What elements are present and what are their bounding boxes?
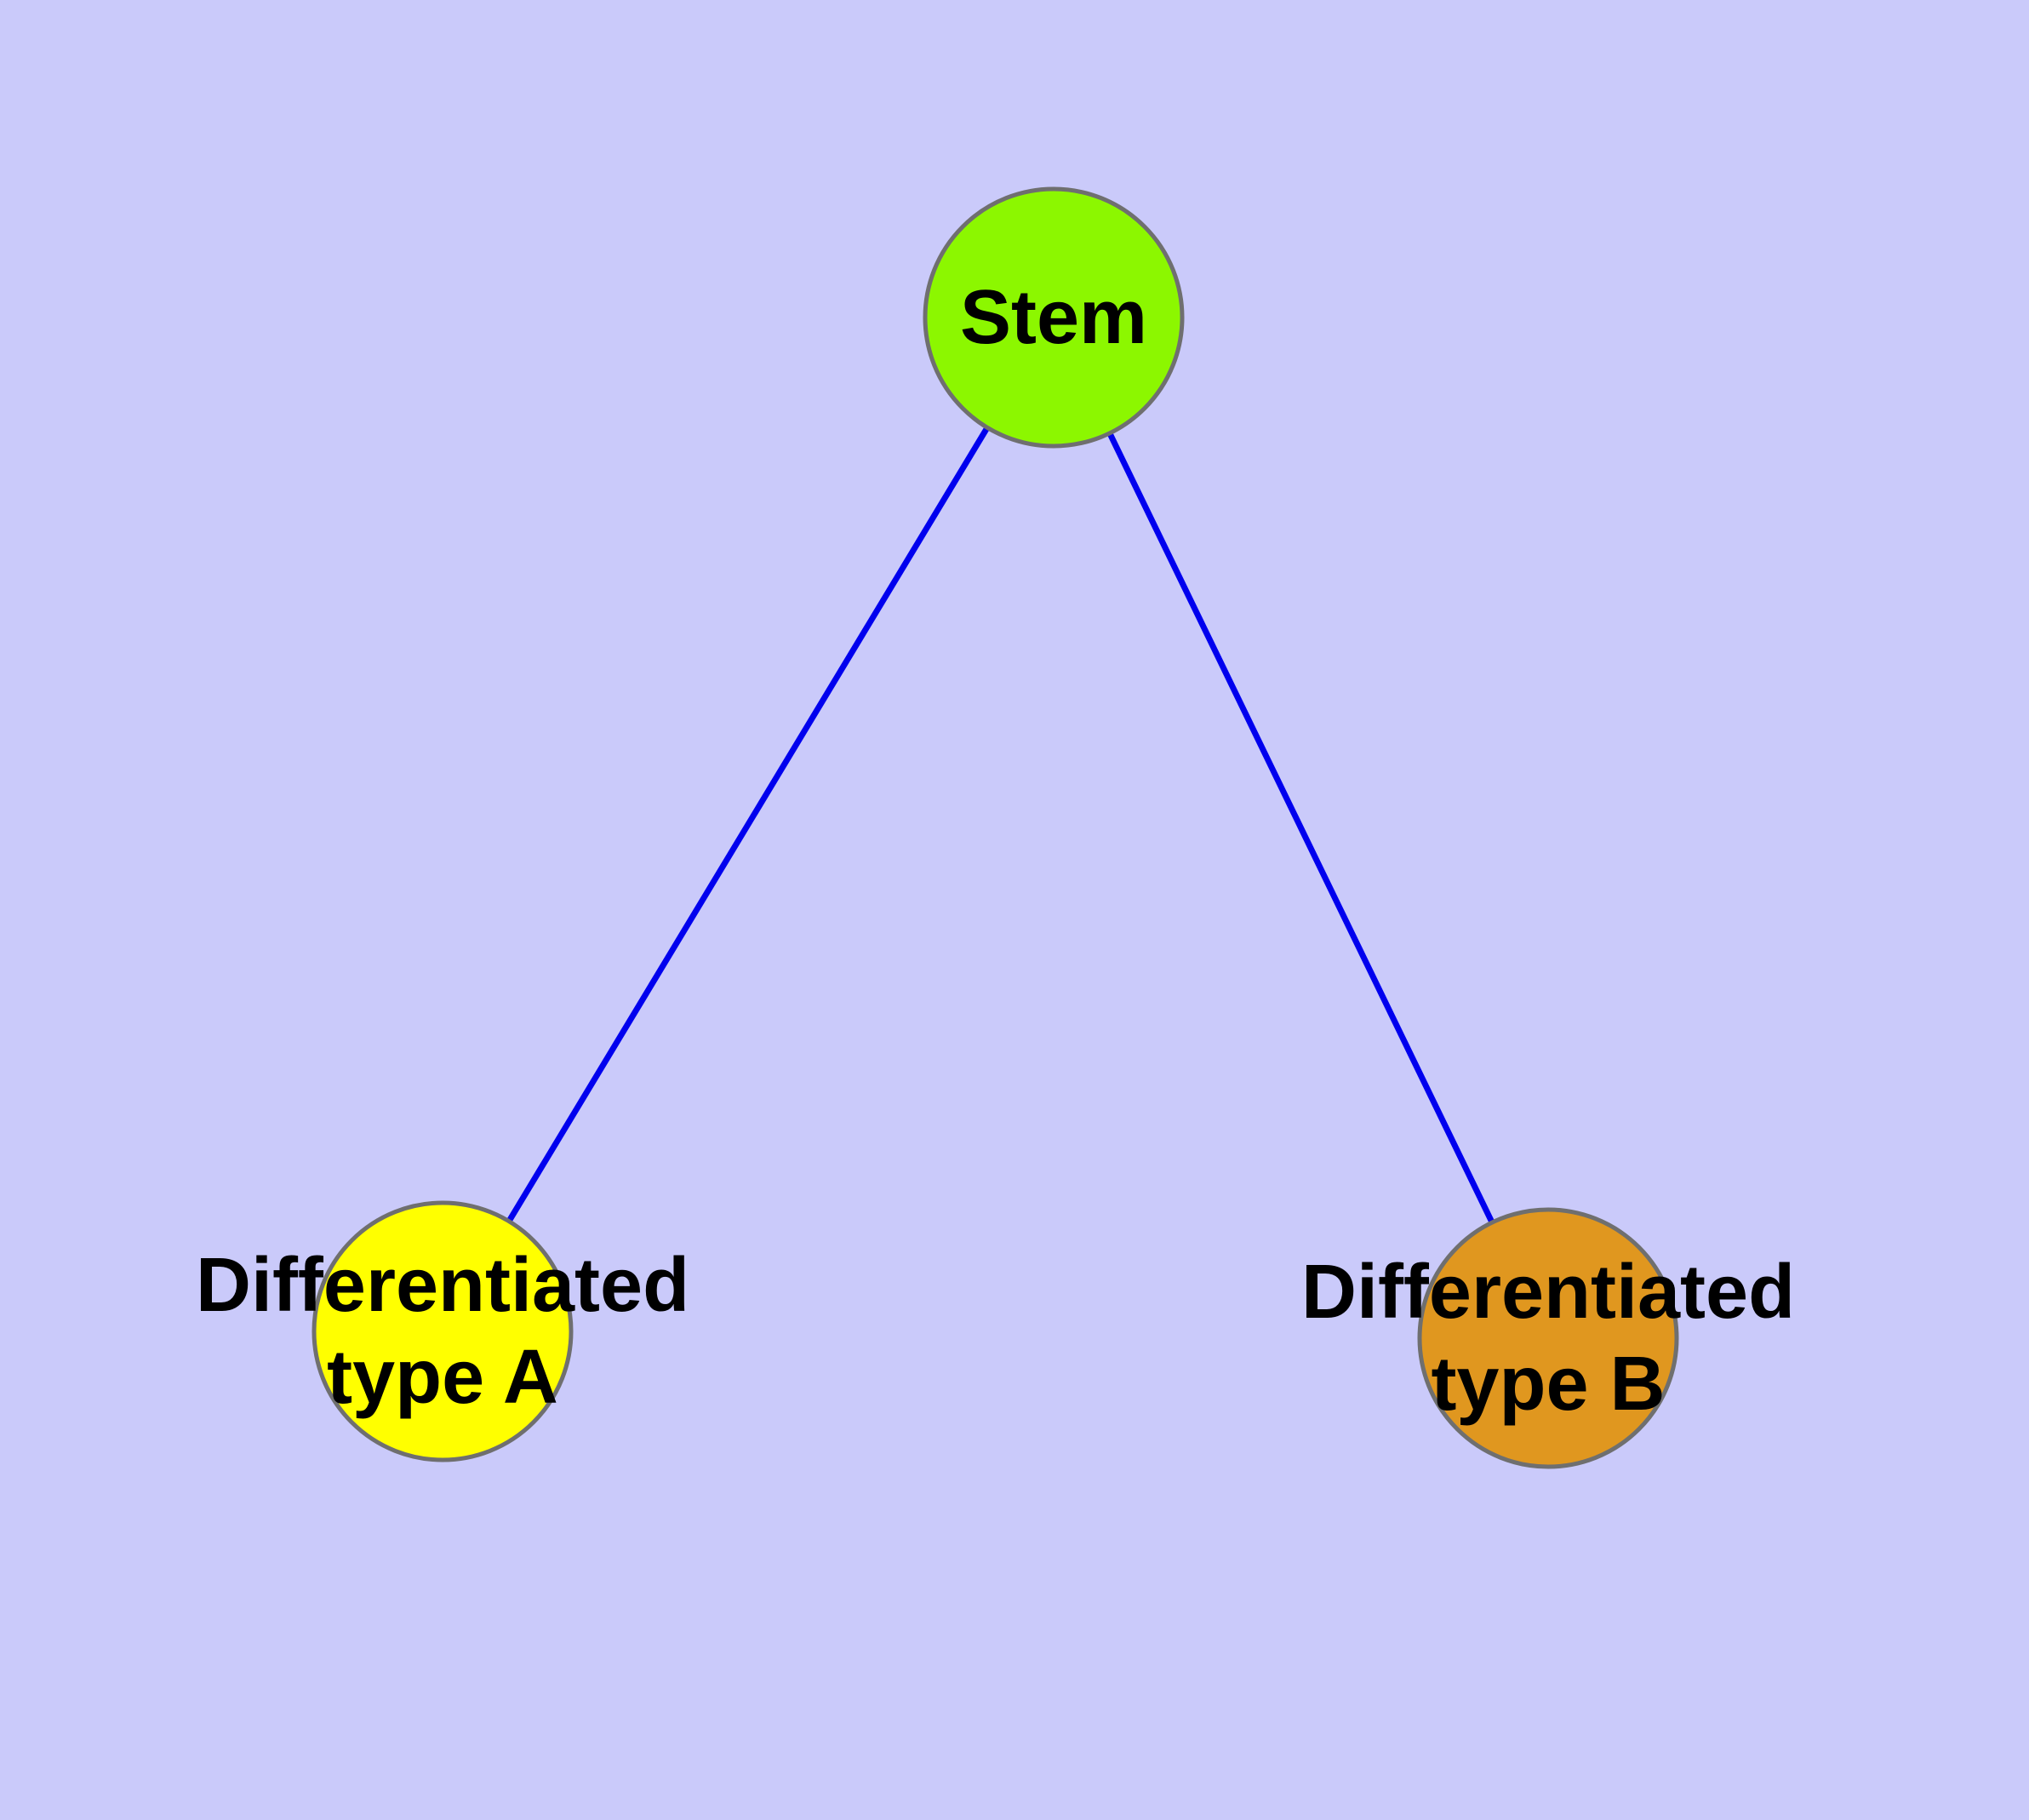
node-differentiated-type-b (1417, 1207, 1679, 1469)
node-differentiated-type-a (311, 1200, 574, 1462)
node-differentiated-type-b-label: Differentiated type B (1300, 1250, 1796, 1427)
edge-stem-to-type-a (440, 316, 1056, 1333)
edge-stem-to-type-b (1050, 316, 1552, 1340)
node-stem-label: Stem (959, 275, 1148, 360)
node-differentiated-type-a-label: Differentiated type A (195, 1243, 690, 1420)
node-stem (923, 186, 1185, 449)
